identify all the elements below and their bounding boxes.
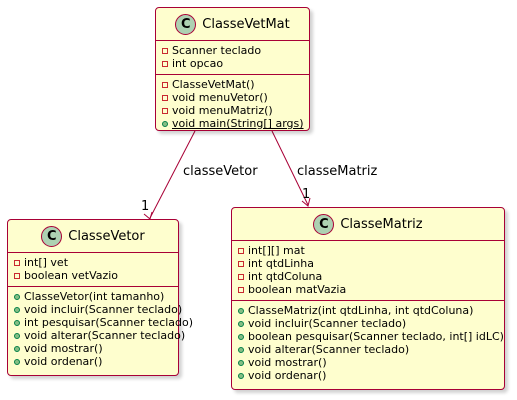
field-row: int[][] mat: [238, 244, 504, 257]
public-marker-icon: [14, 293, 24, 300]
method-row: void alterar(Scanner teclado): [238, 343, 504, 356]
private-marker-icon: [162, 47, 172, 54]
class-header: C ClasseVetMat: [156, 8, 309, 40]
multiplicity-classevetor: 1: [141, 199, 150, 214]
private-marker-icon: [238, 273, 248, 280]
class-header: C ClasseVetor: [8, 220, 178, 252]
method-row: void menuVetor(): [162, 91, 309, 104]
public-marker-icon: [14, 358, 24, 365]
method-row: void menuMatriz(): [162, 104, 309, 117]
methods-section: ClasseMatriz(int qtdLinha, int qtdColuna…: [232, 300, 504, 386]
public-marker-icon: [238, 320, 248, 327]
class-name: ClasseVetMat: [202, 16, 290, 32]
field-row: int qtdColuna: [238, 270, 504, 283]
methods-section: ClasseVetor(int tamanho) void incluir(Sc…: [8, 286, 193, 372]
public-marker-icon: [238, 333, 248, 340]
class-box-classematriz[interactable]: C ClasseMatriz int[][] mat int qtdLinha …: [231, 207, 505, 390]
class-c-icon: C: [313, 213, 335, 235]
class-name: ClasseVetor: [68, 228, 145, 244]
field-row: int opcao: [162, 57, 309, 70]
class-name: ClasseMatriz: [340, 216, 423, 232]
method-row: ClasseVetor(int tamanho): [14, 290, 178, 303]
class-box-classevetor[interactable]: C ClasseVetor int[] vet boolean vetVazio…: [7, 219, 193, 376]
method-row: void incluir(Scanner teclado): [238, 317, 504, 330]
method-row: ClasseMatriz(int qtdLinha, int qtdColuna…: [238, 304, 504, 317]
public-marker-icon: [238, 359, 248, 366]
method-row: void ordenar(): [14, 355, 178, 368]
field-row: int[] vet: [14, 256, 178, 269]
edge-classeMatriz-arrowhead: [301, 197, 311, 207]
method-row: void incluir(Scanner teclado): [14, 303, 182, 316]
multiplicity-classematriz: 1: [302, 187, 311, 202]
fields-section: int[][] mat int qtdLinha int qtdColuna b…: [232, 240, 504, 300]
private-marker-icon: [238, 247, 248, 254]
method-row: boolean pesquisar(Scanner teclado, int[]…: [238, 330, 504, 343]
edge-classeVetor: [149, 130, 196, 219]
public-marker-icon: [238, 372, 248, 379]
relation-label-classematriz: classeMatriz: [297, 164, 378, 179]
private-marker-icon: [162, 81, 172, 88]
fields-section: Scanner teclado int opcao: [156, 40, 309, 74]
private-marker-icon: [14, 272, 24, 279]
method-row: void alterar(Scanner teclado): [14, 329, 185, 342]
private-marker-icon: [162, 60, 172, 67]
public-marker-icon: [14, 306, 24, 313]
class-c-icon: C: [175, 13, 197, 35]
class-header: C ClasseMatriz: [232, 208, 504, 240]
public-marker-icon: [14, 319, 24, 326]
method-row: void main(String[] args): [162, 117, 309, 130]
public-marker-icon: [238, 346, 248, 353]
private-marker-icon: [14, 259, 24, 266]
static-method: void main(String[] args): [172, 117, 304, 130]
relation-label-classevetor: classeVetor: [183, 164, 258, 179]
method-row: void ordenar(): [238, 369, 504, 382]
public-marker-icon: [238, 307, 248, 314]
method-row: void mostrar(): [14, 342, 178, 355]
fields-section: int[] vet boolean vetVazio: [8, 252, 178, 286]
private-marker-icon: [162, 107, 172, 114]
private-marker-icon: [238, 260, 248, 267]
field-row: Scanner teclado: [162, 44, 309, 57]
public-marker-icon: [14, 332, 24, 339]
methods-section: ClasseVetMat() void menuVetor() void men…: [156, 74, 309, 134]
public-marker-icon: [162, 120, 172, 127]
private-marker-icon: [238, 286, 248, 293]
field-row: int qtdLinha: [238, 257, 504, 270]
method-row: ClasseVetMat(): [162, 78, 309, 91]
class-box-classevetmat[interactable]: C ClasseVetMat Scanner teclado int opcao…: [155, 7, 310, 131]
method-row: int pesquisar(Scanner teclado): [14, 316, 193, 329]
edge-classeMatriz: [271, 130, 309, 206]
class-c-icon: C: [41, 225, 63, 247]
method-row: void mostrar(): [238, 356, 504, 369]
field-row: boolean vetVazio: [14, 269, 178, 282]
private-marker-icon: [162, 94, 172, 101]
field-row: boolean matVazia: [238, 283, 504, 296]
public-marker-icon: [14, 345, 24, 352]
